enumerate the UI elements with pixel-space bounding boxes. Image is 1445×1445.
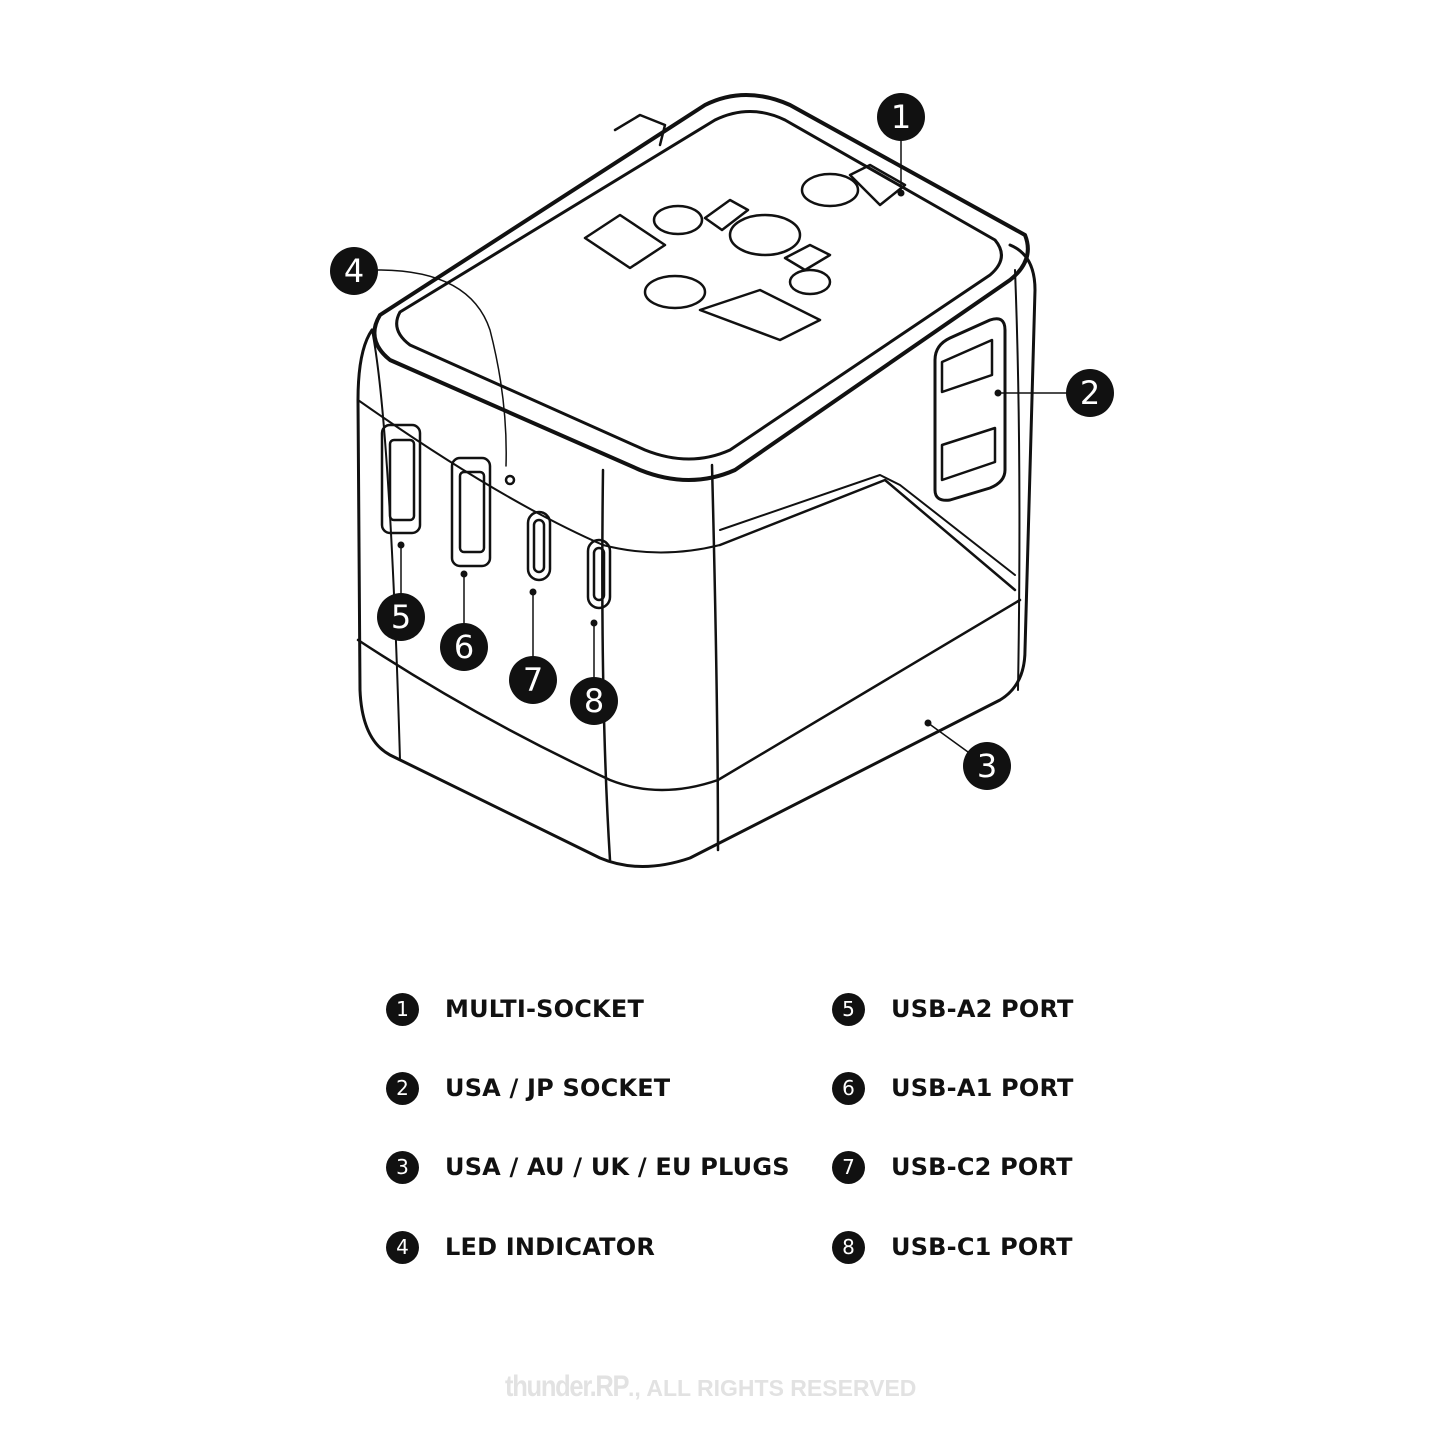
legend-label: USB-A1 PORT	[891, 1074, 1074, 1102]
legend-number: 5	[832, 992, 865, 1026]
adapter-top-face	[372, 93, 1030, 482]
legend-item: 7 USB-C2 PORT	[832, 1150, 1073, 1184]
callout-8: 8	[570, 677, 618, 725]
led-indicator	[504, 474, 516, 486]
legend-label: LED INDICATOR	[445, 1233, 656, 1261]
callout-6: 6	[440, 623, 488, 671]
callout-7: 7	[509, 656, 557, 704]
leader-lines	[377, 134, 1067, 753]
legend-number: 3	[386, 1150, 419, 1184]
legend-label: USB-C1 PORT	[891, 1233, 1073, 1261]
callout-5: 5	[377, 593, 425, 641]
callout-3: 3	[963, 742, 1011, 790]
legend-label: USB-A2 PORT	[891, 995, 1074, 1023]
brand-name: thunder.RP	[505, 1370, 630, 1403]
leader-dots	[397, 189, 1002, 727]
legend-item: 3 USA / AU / UK / EU PLUGS	[386, 1150, 790, 1184]
legend-item: 1 MULTI-SOCKET	[386, 992, 644, 1026]
legend-item: 5 USB-A2 PORT	[832, 992, 1074, 1026]
copyright-footer: thunder.RP., ALL RIGHTS RESERVED	[505, 1370, 916, 1404]
rights-text: ., ALL RIGHTS RESERVED	[628, 1375, 917, 1401]
legend-label: USB-C2 PORT	[891, 1153, 1073, 1181]
legend-label: USA / AU / UK / EU PLUGS	[445, 1153, 790, 1181]
legend-number: 6	[832, 1071, 865, 1105]
adapter-body	[356, 243, 1037, 868]
legend-label: MULTI-SOCKET	[445, 995, 645, 1023]
legend-number: 1	[386, 992, 419, 1026]
usa-jp-socket	[933, 317, 1007, 502]
legend-item: 8 USB-C1 PORT	[832, 1230, 1073, 1264]
legend-item: 6 USB-A1 PORT	[832, 1071, 1074, 1105]
legend-number: 2	[386, 1071, 419, 1105]
front-ports	[380, 423, 612, 610]
legend-label: USA / JP SOCKET	[445, 1074, 671, 1102]
legend-number: 7	[832, 1150, 865, 1184]
callout-2: 2	[1066, 369, 1114, 417]
callout-4: 4	[330, 247, 378, 295]
legend-item: 2 USA / JP SOCKET	[386, 1071, 670, 1105]
callout-1: 1	[877, 93, 925, 141]
legend-number: 8	[832, 1230, 865, 1264]
legend-item: 4 LED INDICATOR	[386, 1230, 655, 1264]
multi-socket-holes	[583, 163, 907, 342]
legend-number: 4	[386, 1230, 419, 1264]
